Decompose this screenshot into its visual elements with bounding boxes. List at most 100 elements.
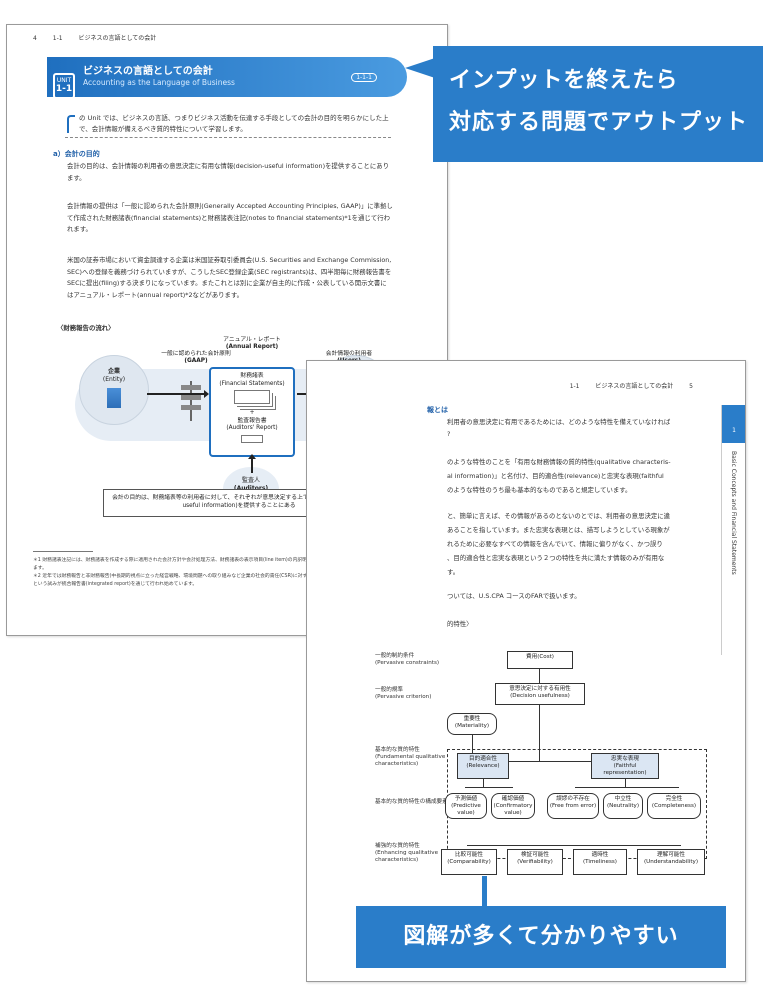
text-line: 、目的適合性と忠実な表現という２つの特性を共に満たす情報のみが有用な	[447, 554, 665, 562]
box-text-en: (Predictive value)	[451, 803, 481, 816]
row-label-enhancing: 補強的な質的特性 (Enhancing qualitative characte…	[375, 843, 451, 864]
row-label-en: (Pervasive constraints)	[375, 660, 440, 666]
unit-badge-number: 1-1	[55, 84, 73, 94]
annual-report-en: (Annual Report)	[225, 344, 279, 350]
page-number: 5	[689, 383, 693, 390]
box-text-en: (Materiality)	[454, 723, 490, 729]
auditors-label: 監査人	[241, 477, 260, 484]
section-heading-a: a）会計の目的	[53, 150, 100, 158]
box-text-en: (Understandability)	[643, 859, 699, 865]
unit-badge-label: UNIT	[56, 77, 72, 84]
connector	[472, 735, 473, 753]
users-label-ja: 会計情報の利用者	[325, 351, 373, 357]
box-free-from-error: 誤謬の不存在 (Free from error)	[547, 793, 599, 819]
box-text-en: (Confirmatory value)	[493, 803, 533, 816]
connector	[467, 845, 681, 846]
box-timeliness: 適時性 (Timeliness)	[573, 849, 627, 875]
text-line: す。	[447, 568, 460, 576]
text-line: のような特性のうち最も基本的なものであると規定しています。	[447, 486, 632, 494]
unit-title: ビジネスの言語としての会計	[83, 66, 213, 77]
row-label-constraints: 一般的制約条件 (Pervasive constraints)	[375, 653, 451, 667]
box-text-en: (Faithful representation)	[603, 763, 647, 776]
entity-label-en: (Entity)	[102, 376, 126, 383]
row-label-ja: 一般的制約条件	[375, 653, 415, 659]
report-doc-icon	[241, 434, 263, 443]
flow-title: 〈財務報告の流れ〉	[57, 324, 115, 332]
chapter-side-tab: 1 Basic Concepts and Financial Statement…	[721, 405, 745, 655]
chapter-title-vertical: Basic Concepts and Financial Statements	[730, 451, 737, 575]
plus-sign: +	[249, 410, 255, 416]
fs-label: 財務諸表	[240, 373, 264, 379]
unit-intro-text: の Unit では、ビジネスの言語、つまりビジネス活動を伝達する手段としての会計…	[79, 114, 389, 133]
header-title: ビジネスの言語としての会計	[595, 383, 674, 390]
qualitative-characteristics-chart: 一般的制約条件 (Pervasive constraints) 一般的規準 (P…	[307, 647, 745, 887]
box-text: 目的適合性	[469, 756, 497, 762]
box-text: 費用	[525, 654, 538, 660]
box-text-en: (Verifiability)	[517, 859, 553, 865]
box-cost: 費用(Cost)	[507, 651, 573, 669]
box-decision-usefulness: 意思決定に対する有用性 (Decision usefulness)	[495, 683, 585, 705]
row-label-components: 基本的な質的特性の構成要素	[375, 799, 451, 806]
callout-pointer-icon	[405, 58, 435, 78]
annual-report-ja: アニュアル・レポート	[223, 337, 281, 343]
paragraph-1: 会計の目的は、会計情報の利用者の意思決定に有用な情報(decision-usef…	[67, 162, 389, 182]
box-text: 重要性	[463, 716, 481, 722]
box-text: 理解可能性	[657, 852, 685, 858]
paragraph-3: 米国の証券市場において資金調達する企業は米国証券取引委員会(U.S. Secur…	[67, 256, 392, 299]
annual-report-label: アニュアル・レポート (Annual Report)	[209, 337, 295, 351]
textbook-page-right: 1-1 ビジネスの言語としての会計 5 1 Basic Concepts and…	[306, 360, 746, 982]
box-text-en: (Timeliness)	[583, 859, 617, 865]
box-text-en: (Comparability)	[447, 859, 491, 865]
callout-stem	[482, 876, 487, 908]
box-materiality: 重要性 (Materiality)	[447, 713, 497, 735]
connector	[575, 787, 679, 788]
box-text: 適時性	[591, 852, 609, 858]
box-confirmatory-value: 確認価値 (Confirmatory value)	[491, 793, 535, 819]
box-understandability: 理解可能性 (Understandability)	[637, 849, 705, 875]
annual-report-box: 財務諸表 (Financial Statements) + 監査報告書 (Aud…	[209, 367, 295, 457]
gaap-label-ja: 一般に認められた会計原則	[161, 351, 231, 357]
building-icon	[107, 388, 121, 408]
text-line: のような特性のことを「有用な財務情報の質的特性(qualitative char…	[447, 458, 671, 466]
box-neutrality: 中立性 (Neutrality)	[603, 793, 643, 819]
box-text: 中立性	[614, 796, 632, 802]
documents-stack-icon	[234, 390, 270, 404]
text-line: と、簡単に言えば、その情報があるのとないのとでは、利用者の意思決定に違	[447, 512, 671, 520]
connector	[465, 787, 513, 788]
box-text-en: (Completeness)	[651, 803, 697, 809]
row-label-fundamental: 基本的な質的特性 (Fundamental qualitative charac…	[375, 747, 451, 768]
box-text: 検証可能性	[521, 852, 549, 858]
text-line: あることを指しています。また忠実な表現とは、描写しようとしている現象が	[447, 526, 670, 534]
section-heading-b: 報とは	[427, 406, 448, 414]
box-text-en: (Neutrality)	[606, 803, 640, 809]
box-relevance: 目的適合性 (Relevance)	[457, 753, 509, 779]
auditors-label-en: (Auditors)	[234, 485, 268, 492]
box-text-en: (Cost)	[537, 654, 554, 660]
box-verifiability: 検証可能性 (Verifiability)	[507, 849, 563, 875]
connector	[625, 779, 626, 787]
text-line: ?	[447, 430, 451, 438]
box-text-en: (Decision usefulness)	[510, 693, 570, 699]
footnote-1: ＊1 財務諸表注記には、財務諸表を作成する際に適用された会計方針や会計処理方法、…	[33, 558, 432, 571]
arrow-auditors-to-report	[248, 454, 256, 473]
text-line: al information)」と名付け、目的適合性(relevance)と忠実…	[447, 472, 664, 480]
row-label-ja: 基本的な質的特性の構成要素	[375, 799, 448, 805]
callout-text: 図解が多くて分かりやすい	[403, 924, 679, 949]
text-line: ついては、U.S.CPA コースのFARで扱います。	[447, 592, 581, 600]
box-completeness: 完全性 (Completeness)	[647, 793, 701, 819]
gaap-label: 一般に認められた会計原則 (GAAP)	[161, 351, 231, 365]
unit-banner: UNIT 1-1 ビジネスの言語としての会計 Accounting as the…	[47, 57, 407, 99]
header-title: ビジネスの言語としての会計	[78, 35, 157, 42]
footnote-2: ＊2 近年では財務報告と非財務報告(中長期的視点に立った経営戦略、環境問題への取…	[33, 574, 429, 587]
header-section: 1-1	[52, 35, 63, 42]
text-line: 利用者の意思決定に有用であるためには、どのような特性を備えていなければ	[447, 418, 671, 426]
divider	[65, 137, 391, 138]
footnotes: ＊1 財務諸表注記には、財務諸表を作成する際に適用された会計方針や会計処理方法、…	[33, 557, 433, 589]
callout-diagrams: 図解が多くて分かりやすい	[356, 906, 726, 968]
chapter-number: 1	[722, 405, 745, 443]
unit-code-badge: 1-1-1	[351, 73, 377, 82]
box-text: 意思決定に対する有用性	[509, 686, 571, 692]
entity-label: 企業	[107, 368, 120, 375]
box-text: 完全性	[665, 796, 683, 802]
page-header: 4 1-1 ビジネスの言語としての会計	[33, 33, 170, 42]
